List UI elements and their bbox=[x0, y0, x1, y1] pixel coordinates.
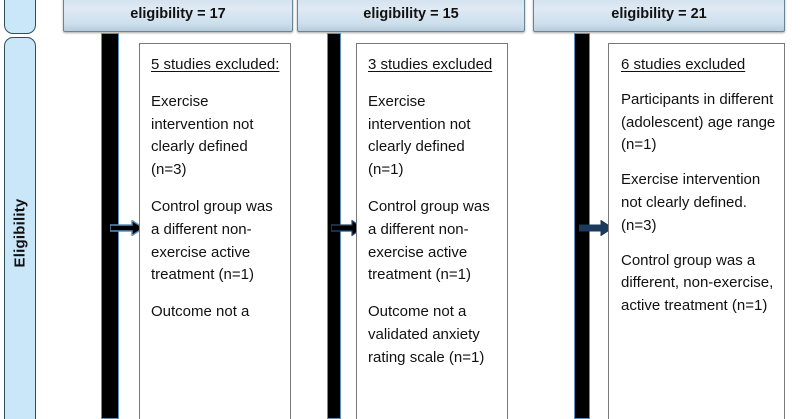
exclusion-heading-column-3: 6 studies excluded bbox=[621, 56, 746, 73]
exclusion-reason-column-3-item-1: Participants in different (adolescent) a… bbox=[621, 90, 776, 154]
stage-label-eligibility: Eligibility bbox=[11, 198, 29, 268]
exclusion-reason-column-1-item-2: Control group was a different non-exerci… bbox=[151, 197, 273, 284]
arrow-right-icon-column-3 bbox=[579, 220, 613, 236]
exclusion-reason-column-2-item-2: Control group was a different non-exerci… bbox=[368, 197, 490, 284]
exclusion-box-column-1: 5 studies excluded: Exercise interventio… bbox=[139, 43, 291, 419]
exclusion-box-column-3: 6 studies excluded Participants in diffe… bbox=[608, 43, 785, 419]
exclusion-heading-column-1: 5 studies excluded: bbox=[151, 56, 280, 73]
stage-rail-eligibility: Eligibility bbox=[4, 37, 36, 419]
header-box-column-1: Full text articles assessed for eligibil… bbox=[63, 0, 293, 32]
exclusion-heading-column-2: 3 studies excluded bbox=[368, 56, 493, 73]
header-box-column-3: Full text articles assessed for eligibil… bbox=[533, 0, 785, 32]
header-box-column-1-label: Full text articles assessed for eligibil… bbox=[76, 0, 279, 22]
exclusion-reason-column-1-item-1: Exercise intervention not clearly define… bbox=[151, 92, 254, 179]
header-box-column-3-label: Full text articles assessed for eligibil… bbox=[557, 0, 760, 22]
arrow-right-icon-column-1 bbox=[110, 220, 144, 236]
exclusion-box-column-2: 3 studies excluded Exercise intervention… bbox=[356, 43, 508, 419]
stage-rail-previous bbox=[4, 0, 36, 34]
exclusion-reason-column-3-item-2: Exercise intervention not clearly define… bbox=[621, 171, 761, 234]
header-box-column-2-label: Full text Articles assessed for eligibil… bbox=[309, 0, 514, 22]
exclusion-reason-column-2-item-3: Outcome not a validated anxiety rating s… bbox=[368, 303, 485, 366]
header-box-column-2: Full text Articles assessed for eligibil… bbox=[297, 0, 525, 32]
exclusion-reason-column-1-item-3: Outcome not a bbox=[151, 303, 250, 321]
exclusion-reason-column-3-item-3: Control group was a different, non-exerc… bbox=[621, 251, 774, 315]
exclusion-reason-column-2-item-1: Exercise intervention not clearly define… bbox=[368, 92, 471, 179]
